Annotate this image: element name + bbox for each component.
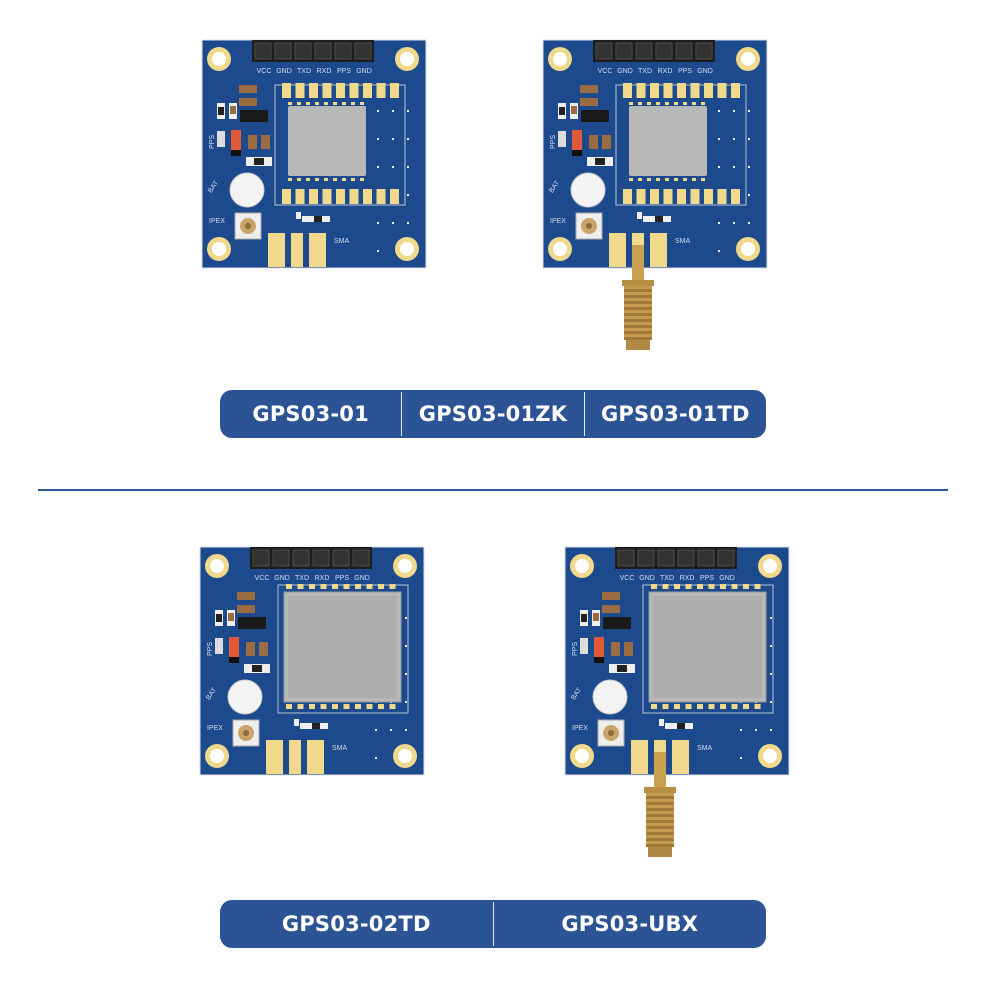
pin-label: PPS <box>335 575 349 582</box>
divider <box>492 902 494 946</box>
mounting-hole <box>548 47 572 71</box>
silk-pps: PPS <box>572 642 579 656</box>
mounting-hole <box>207 237 231 261</box>
pin-label: VCC <box>598 68 613 75</box>
silk-ipex: IPEX <box>550 218 566 225</box>
battery <box>592 679 628 715</box>
gnss-chip-shield <box>288 106 366 176</box>
silk-ipex: IPEX <box>572 725 588 732</box>
section-divider <box>38 489 948 491</box>
silk-pps: PPS <box>209 135 216 149</box>
ipex-connector <box>575 212 603 240</box>
mounting-hole <box>395 237 419 261</box>
pin-label: TXD <box>660 575 674 582</box>
pin-label: TXD <box>295 575 309 582</box>
model-label-gps03-ubx: GPS03-UBX <box>561 912 699 936</box>
pin-header <box>615 547 737 569</box>
pin-label: GND <box>354 575 370 582</box>
pin-label: TXD <box>638 68 652 75</box>
pin-label: RXD <box>315 575 330 582</box>
model-label-bar-bottom: GPS03-02TD GPS03-UBX <box>220 900 766 948</box>
pin-header <box>252 40 374 62</box>
pin-label: GND <box>697 68 713 75</box>
gnss-chip-shield <box>629 106 707 176</box>
mounting-hole <box>393 554 417 578</box>
model-label-gps03-01td: GPS03-01TD <box>600 402 750 426</box>
pin-label: RXD <box>658 68 673 75</box>
pin-label: PPS <box>337 68 351 75</box>
ipex-connector <box>234 212 262 240</box>
pin-label: VCC <box>257 68 272 75</box>
mounting-hole <box>758 744 782 768</box>
mounting-hole <box>395 47 419 71</box>
mounting-hole <box>736 47 760 71</box>
pin-label: GND <box>274 575 290 582</box>
divider <box>401 392 403 436</box>
pin-label: RXD <box>317 68 332 75</box>
pin-label: GND <box>356 68 372 75</box>
silk-sma: SMA <box>675 238 691 245</box>
mounting-hole <box>736 237 760 261</box>
pin-header <box>250 547 372 569</box>
mounting-hole <box>548 237 572 261</box>
sma-connector-icon <box>644 752 676 857</box>
pin-label: VCC <box>255 575 270 582</box>
silk-sma: SMA <box>334 238 350 245</box>
model-label-gps03-02td: GPS03-02TD <box>281 912 431 936</box>
battery <box>229 172 265 208</box>
pin-label: PPS <box>678 68 692 75</box>
mounting-hole <box>207 47 231 71</box>
model-label-bar-top: GPS03-01 GPS03-01ZK GPS03-01TD <box>220 390 766 438</box>
pin-label: GND <box>719 575 735 582</box>
silk-pps: PPS <box>550 135 557 149</box>
module-outline <box>277 584 409 714</box>
pin-label: PPS <box>700 575 714 582</box>
silk-ipex: IPEX <box>209 218 225 225</box>
model-label-gps03-01: GPS03-01 <box>252 402 369 426</box>
divider <box>583 392 585 436</box>
ipex-connector <box>232 719 260 747</box>
pin-header <box>593 40 715 62</box>
model-label-gps03-01zk: GPS03-01ZK <box>418 402 568 426</box>
mounting-hole <box>393 744 417 768</box>
sma-pads <box>268 233 326 267</box>
sma-connector-icon <box>622 245 654 350</box>
silk-sma: SMA <box>697 745 713 752</box>
pin-label: GND <box>617 68 633 75</box>
silk-ipex: IPEX <box>207 725 223 732</box>
ipex-connector <box>597 719 625 747</box>
pin-label: RXD <box>680 575 695 582</box>
pin-label: GND <box>276 68 292 75</box>
module-outline <box>642 584 774 714</box>
mounting-hole <box>570 744 594 768</box>
pin-label: GND <box>639 575 655 582</box>
silk-pps: PPS <box>207 642 214 656</box>
battery <box>227 679 263 715</box>
mounting-hole <box>570 554 594 578</box>
mounting-hole <box>758 554 782 578</box>
pin-label: VCC <box>620 575 635 582</box>
sma-pads <box>266 740 324 774</box>
mounting-hole <box>205 744 229 768</box>
silk-sma: SMA <box>332 745 348 752</box>
battery <box>570 172 606 208</box>
pin-label: TXD <box>297 68 311 75</box>
mounting-hole <box>205 554 229 578</box>
